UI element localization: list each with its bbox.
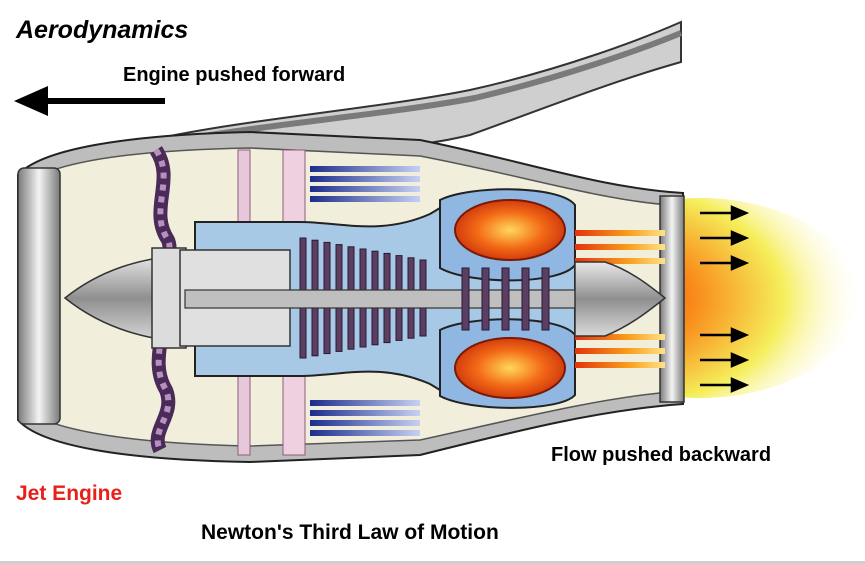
caption: Newton's Third Law of Motion — [201, 521, 499, 544]
bottom-divider — [0, 561, 865, 564]
engine-name-label: Jet Engine — [16, 482, 123, 505]
turbine-stages — [461, 267, 550, 331]
turbine-blade-row — [461, 267, 470, 331]
flame-jets — [575, 230, 665, 368]
turbine-blade-row — [481, 267, 490, 331]
engine-pushed-forward-label: Engine pushed forward — [123, 64, 346, 86]
turbine-blade-row — [501, 267, 510, 331]
bypass-flow — [310, 166, 420, 436]
turbine-blade-row — [541, 267, 550, 331]
turbine-blade-row — [521, 267, 530, 331]
inlet-lip — [17, 167, 61, 425]
diagram-title: Aerodynamics — [16, 16, 189, 44]
combustor-bottom — [439, 318, 576, 409]
right-arrow-icon — [700, 205, 750, 393]
left-arrow-icon — [14, 86, 165, 116]
combustor-top — [439, 188, 576, 282]
flow-pushed-backward-label: Flow pushed backward — [551, 444, 772, 466]
tail-cone — [574, 261, 667, 337]
